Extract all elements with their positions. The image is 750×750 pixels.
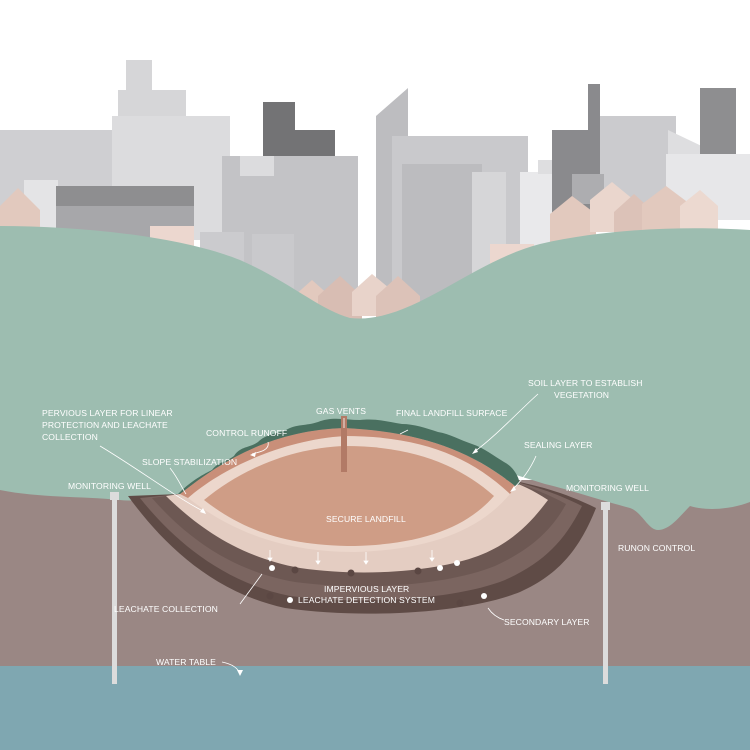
label-leachate-detection: LEACHATE DETECTION SYSTEM bbox=[298, 595, 435, 605]
leachate-collection-pipes bbox=[266, 560, 487, 607]
leachate-drip-arrows bbox=[267, 550, 435, 565]
label-gas-vents: GAS VENTS bbox=[316, 406, 366, 416]
leader-lines bbox=[99, 393, 539, 676]
label-pervious-line1: PERVIOUS LAYER FOR LINEAR bbox=[42, 408, 173, 418]
groundwater bbox=[0, 664, 750, 750]
label-secure-landfill: SECURE LANDFILL bbox=[326, 514, 406, 524]
label-final-surface: FINAL LANDFILL SURFACE bbox=[396, 408, 508, 418]
label-runon-control: RUNON CONTROL bbox=[618, 543, 695, 553]
label-impervious-layer: IMPERVIOUS LAYER bbox=[324, 584, 409, 594]
vegetation-cover bbox=[178, 418, 520, 494]
label-soil-line2: VEGETATION bbox=[554, 390, 609, 400]
label-sealing-layer: SEALING LAYER bbox=[524, 440, 592, 450]
label-slope-stabilization: SLOPE STABILIZATION bbox=[142, 457, 237, 467]
label-soil-line1: SOIL LAYER TO ESTABLISH bbox=[528, 378, 643, 388]
label-monitoring-well-left: MONITORING WELL bbox=[68, 481, 151, 491]
label-leachate-collection: LEACHATE COLLECTION bbox=[114, 604, 218, 614]
landfill-cell bbox=[128, 416, 596, 614]
monitoring-well-left-pipe bbox=[110, 492, 119, 684]
grass-hill bbox=[0, 226, 750, 530]
monitoring-well-right-pipe bbox=[601, 502, 610, 684]
label-pervious-line2: PROTECTION AND LEACHATE bbox=[42, 420, 168, 430]
label-monitoring-well-right: MONITORING WELL bbox=[566, 483, 649, 493]
label-secondary-layer: SECONDARY LAYER bbox=[504, 617, 590, 627]
label-water-table: WATER TABLE bbox=[156, 657, 216, 667]
gas-vent-pipe bbox=[341, 416, 347, 472]
city-skyline bbox=[0, 60, 750, 320]
label-pervious-line3: COLLECTION bbox=[42, 432, 98, 442]
label-control-runoff: CONTROL RUNOFF bbox=[206, 428, 287, 438]
